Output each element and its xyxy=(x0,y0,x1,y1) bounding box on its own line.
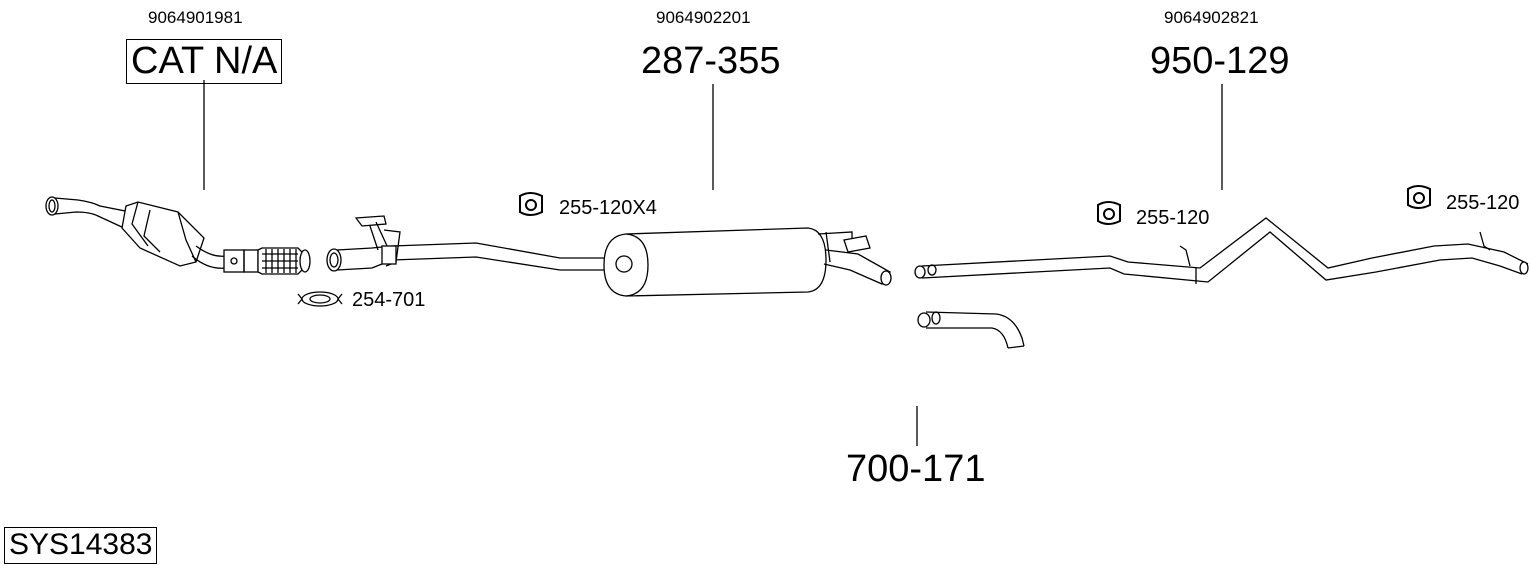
tailpipe-drawing xyxy=(917,311,1025,349)
rubber-hanger-icon xyxy=(1407,185,1431,209)
part-number: 950-129 xyxy=(1150,40,1290,82)
part-number: 700-171 xyxy=(846,448,986,490)
system-code: SYS14383 xyxy=(4,527,158,564)
rear-pipe-drawing xyxy=(914,217,1529,284)
part-number: CAT N/A xyxy=(126,39,283,84)
accessory-label: 255-120X4 xyxy=(559,197,657,219)
accessory-label: 255-120 xyxy=(1446,192,1520,214)
center-muffler-drawing xyxy=(326,215,892,297)
rubber-hanger-icon xyxy=(1097,201,1121,225)
rubber-hanger-icon xyxy=(519,192,543,216)
oem-number: 9064902821 xyxy=(1164,8,1259,27)
oem-number: 9064901981 xyxy=(148,8,243,27)
accessory-label: 254-701 xyxy=(352,289,426,311)
part-number: 287-355 xyxy=(641,40,781,82)
accessory-label: 255-120 xyxy=(1136,207,1210,229)
clamp-icon xyxy=(297,291,343,307)
catalytic-converter-drawing xyxy=(45,196,311,275)
oem-number: 9064902201 xyxy=(656,8,751,27)
